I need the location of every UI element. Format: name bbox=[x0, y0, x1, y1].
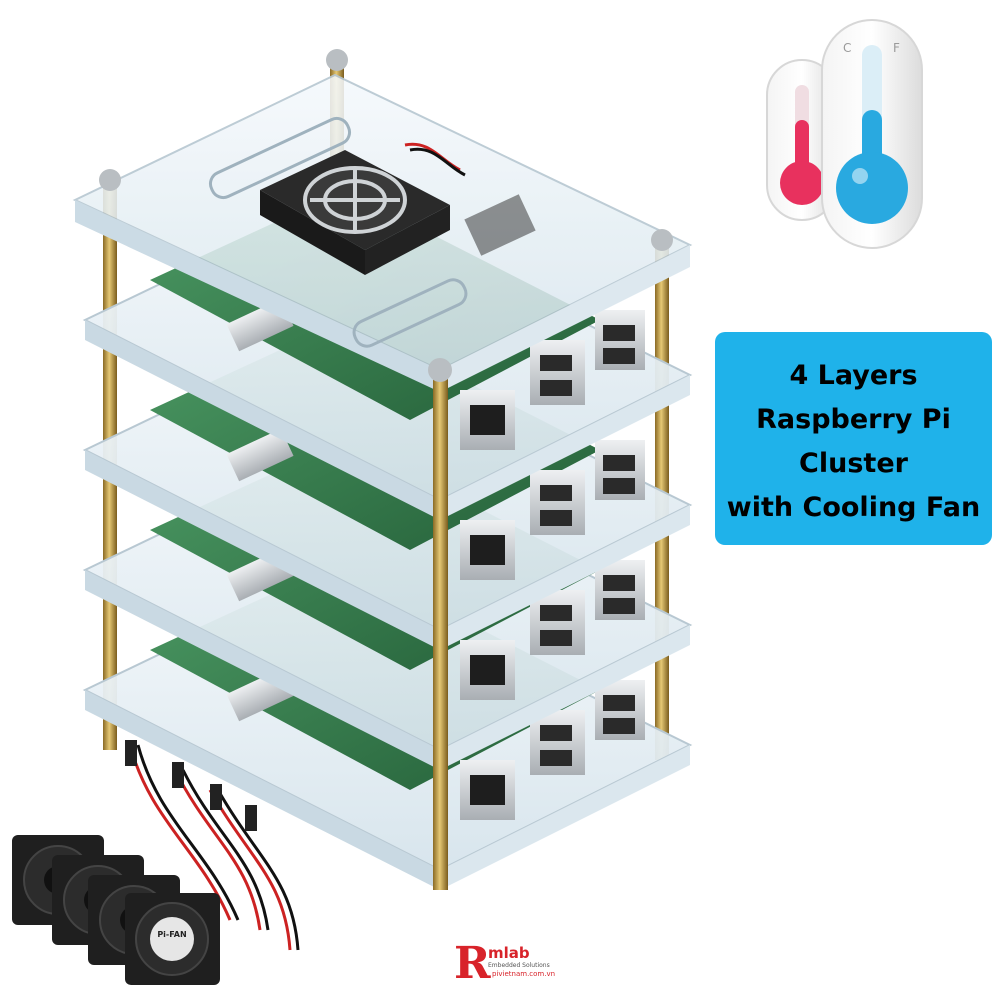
callout-line: Raspberry Pi bbox=[756, 404, 951, 435]
fan-label: Pi-FAN bbox=[157, 930, 186, 939]
standoff-cap bbox=[326, 49, 348, 71]
top-cooling-fan bbox=[260, 142, 466, 275]
fan: Pi-FAN bbox=[125, 893, 220, 985]
callout-line: Cluster bbox=[799, 448, 908, 479]
scale-f-label: F bbox=[893, 41, 900, 55]
callout-line: 4 Layers bbox=[789, 360, 918, 391]
standoff bbox=[433, 370, 448, 890]
callout-line: with Cooling Fan bbox=[726, 492, 981, 523]
logo-tagline: Embedded Solutions bbox=[488, 962, 550, 969]
feature-callout: 4 Layers Raspberry Pi Cluster with Cooli… bbox=[715, 332, 992, 545]
temperature-icon: C F bbox=[766, 19, 923, 249]
standoff-cap bbox=[428, 358, 452, 382]
logo-url: pivietnam.com.vn bbox=[492, 970, 556, 978]
brand-logo: R mlab Embedded Solutions pivietnam.com.… bbox=[452, 938, 612, 989]
standoff-cap bbox=[99, 169, 121, 191]
spare-fans: Pi-FAN bbox=[12, 740, 300, 985]
logo-mark: R bbox=[454, 938, 491, 989]
raspberry-pi-cluster bbox=[72, 49, 693, 890]
logo-name: mlab bbox=[488, 944, 530, 962]
scale-c-label: C bbox=[843, 41, 851, 55]
standoff-cap bbox=[651, 229, 673, 251]
